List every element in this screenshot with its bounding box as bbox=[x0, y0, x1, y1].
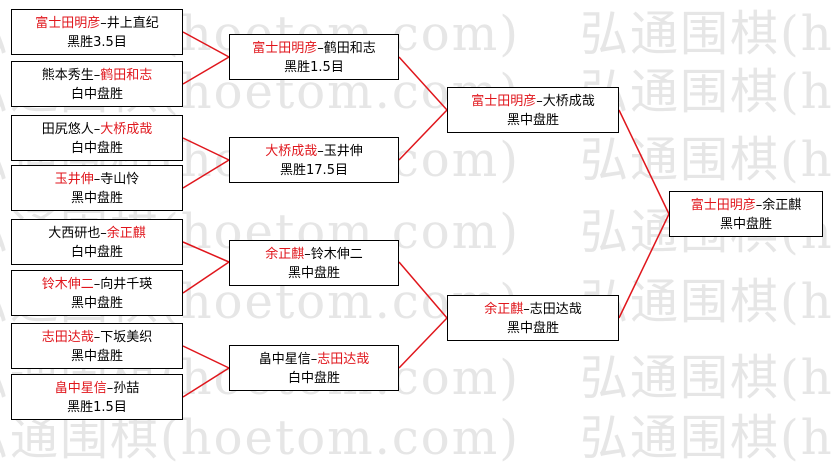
match-players: 熊本秀生–鹤田和志 bbox=[41, 68, 153, 83]
connector-line bbox=[182, 137, 230, 161]
connector-line bbox=[618, 213, 670, 319]
match-result: 黑中盘胜 bbox=[506, 113, 559, 128]
connector-line bbox=[182, 56, 230, 85]
player-name: 熊本秀生 bbox=[41, 68, 94, 83]
match-players: 富士田明彦–大桥成哉 bbox=[471, 94, 595, 109]
match-result: 黑中盘胜 bbox=[287, 266, 340, 281]
match-result: 黑胜17.5目 bbox=[280, 163, 348, 178]
player-name: 富士田明彦 bbox=[690, 198, 756, 213]
player-name: 大桥成哉 bbox=[265, 144, 318, 159]
match-box: 志田达哉–下坂美织 黑中盘胜 bbox=[11, 323, 183, 369]
player-name: 大桥成哉 bbox=[100, 122, 153, 137]
player-name: 孙喆 bbox=[113, 381, 140, 396]
connector-line bbox=[398, 109, 448, 161]
player-name: 玉井伸 bbox=[54, 172, 94, 187]
match-box: 大桥成哉–玉井伸 黑胜17.5目 bbox=[229, 137, 399, 183]
player-name: 畠中星信 bbox=[258, 352, 311, 367]
match-box: 大西研也–余正麒 白中盘胜 bbox=[11, 219, 183, 265]
player-name: 寺山怜 bbox=[100, 172, 140, 187]
player-name: 铃木伸二 bbox=[310, 247, 363, 262]
match-players: 富士田明彦–鹤田和志 bbox=[252, 41, 376, 56]
player-name: 富士田明彦 bbox=[35, 16, 101, 31]
connector-line bbox=[182, 345, 230, 369]
player-name: 畠中星信 bbox=[54, 381, 107, 396]
match-players: 大西研也–余正麒 bbox=[48, 226, 146, 241]
player-name: 志田达哉 bbox=[317, 352, 370, 367]
match-players: 余正麒–志田达哉 bbox=[484, 302, 582, 317]
player-name: 余正麒 bbox=[484, 302, 524, 317]
match-players: 大桥成哉–玉井伸 bbox=[265, 144, 363, 159]
match-box: 富士田明彦–大桥成哉 黑中盘胜 bbox=[447, 87, 619, 133]
player-name: 大西研也 bbox=[48, 226, 101, 241]
player-name: 志田达哉 bbox=[41, 330, 94, 345]
connector-line bbox=[182, 159, 230, 189]
player-name: 鹤田和志 bbox=[100, 68, 153, 83]
player-name: 余正麒 bbox=[106, 226, 146, 241]
match-result: 黑中盘胜 bbox=[719, 217, 772, 232]
match-box: 玉井伸–寺山怜 黑中盘胜 bbox=[11, 165, 183, 211]
match-result: 白中盘胜 bbox=[70, 245, 123, 260]
player-name: 富士田明彦 bbox=[471, 94, 537, 109]
final-match-box: 富士田明彦–余正麒 黑中盘胜 bbox=[669, 191, 823, 237]
match-result: 白中盘胜 bbox=[70, 141, 123, 156]
player-name: 玉井伸 bbox=[323, 144, 363, 159]
connector-line bbox=[618, 109, 670, 215]
player-name: 余正麒 bbox=[762, 198, 802, 213]
match-result: 白中盘胜 bbox=[70, 87, 123, 102]
connector-line bbox=[182, 367, 230, 398]
player-name: 铃木伸二 bbox=[41, 277, 94, 292]
player-name: 志田达哉 bbox=[529, 302, 582, 317]
match-box: 余正麒–铃木伸二 黑中盘胜 bbox=[229, 240, 399, 286]
match-players: 畠中星信–志田达哉 bbox=[258, 352, 370, 367]
match-box: 畠中星信–志田达哉 白中盘胜 bbox=[229, 345, 399, 391]
bracket-connectors bbox=[182, 31, 670, 398]
match-box: 富士田明彦–鹤田和志 黑胜1.5目 bbox=[229, 34, 399, 80]
player-name: 鹤田和志 bbox=[323, 41, 376, 56]
match-players: 铃木伸二–向井千瑛 bbox=[41, 277, 153, 292]
match-players: 玉井伸–寺山怜 bbox=[54, 172, 140, 187]
connector-line bbox=[182, 241, 230, 263]
match-result: 黑胜3.5目 bbox=[67, 35, 127, 50]
match-box: 余正麒–志田达哉 黑中盘胜 bbox=[447, 295, 619, 341]
connector-line bbox=[182, 261, 230, 294]
match-players: 畠中星信–孙喆 bbox=[54, 381, 140, 396]
player-name: 向井千瑛 bbox=[100, 277, 153, 292]
connector-line bbox=[398, 261, 448, 319]
match-box: 铃木伸二–向井千瑛 黑中盘胜 bbox=[11, 270, 183, 316]
match-players: 志田达哉–下坂美织 bbox=[41, 330, 153, 345]
match-result: 黑中盘胜 bbox=[506, 321, 559, 336]
player-name: 下坂美织 bbox=[100, 330, 153, 345]
connector-line bbox=[182, 31, 230, 58]
match-box: 畠中星信–孙喆 黑胜1.5目 bbox=[11, 374, 183, 420]
match-result: 黑中盘胜 bbox=[70, 191, 123, 206]
match-players: 富士田明彦–余正麒 bbox=[690, 198, 802, 213]
match-box: 熊本秀生–鹤田和志 白中盘胜 bbox=[11, 61, 183, 107]
match-result: 黑中盘胜 bbox=[70, 349, 123, 364]
match-players: 田尻悠人–大桥成哉 bbox=[41, 122, 153, 137]
match-result: 黑胜1.5目 bbox=[284, 60, 344, 75]
match-result: 黑中盘胜 bbox=[70, 296, 123, 311]
match-result: 白中盘胜 bbox=[287, 371, 340, 386]
player-name: 大桥成哉 bbox=[542, 94, 595, 109]
match-box: 田尻悠人–大桥成哉 白中盘胜 bbox=[11, 115, 183, 161]
match-result: 黑胜1.5目 bbox=[67, 400, 127, 415]
player-name: 余正麒 bbox=[265, 247, 305, 262]
player-name: 田尻悠人 bbox=[41, 122, 94, 137]
match-players: 余正麒–铃木伸二 bbox=[265, 247, 363, 262]
player-name: 富士田明彦 bbox=[252, 41, 318, 56]
connector-line bbox=[398, 317, 448, 369]
player-name: 井上直纪 bbox=[106, 16, 159, 31]
match-players: 富士田明彦–井上直纪 bbox=[35, 16, 159, 31]
match-box: 富士田明彦–井上直纪 黑胜3.5目 bbox=[11, 9, 183, 55]
connector-line bbox=[398, 56, 448, 111]
